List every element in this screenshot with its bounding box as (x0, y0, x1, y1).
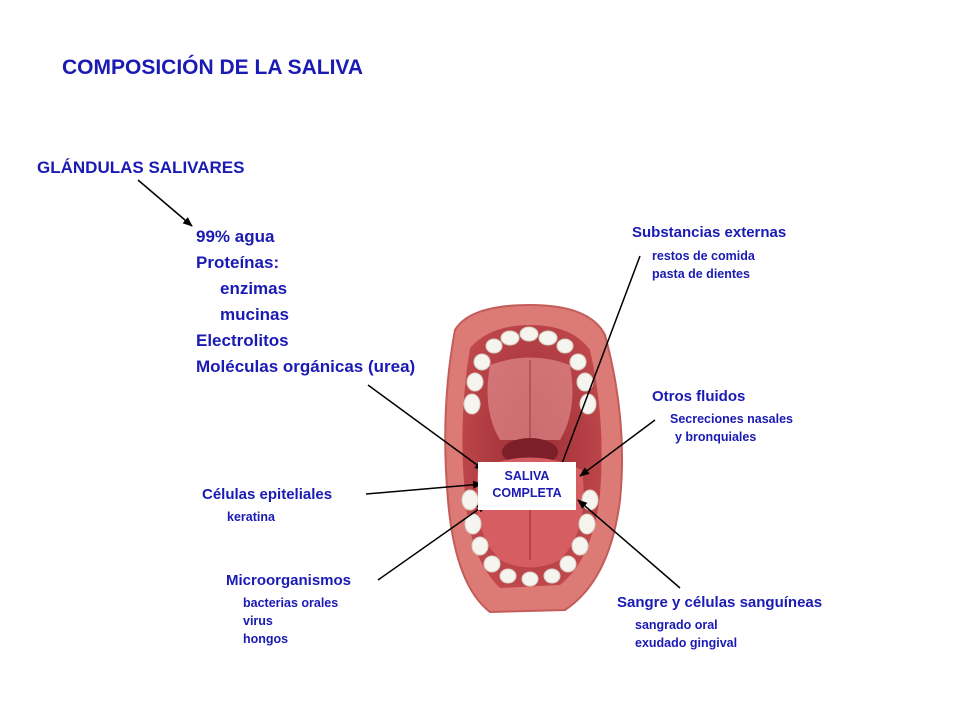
external-substances-heading: Substancias externas (632, 224, 787, 241)
composition-item: Moléculas orgánicas (urea) (196, 357, 416, 376)
composition-item: Proteínas: (196, 253, 280, 272)
list-item: pasta de dientes (652, 267, 750, 281)
arrow-urea-to-saliva (367, 384, 485, 471)
salivary-glands-label: GLÁNDULAS SALIVARES (37, 158, 245, 177)
list-item: exudado gingival (635, 636, 738, 650)
blood-cells-list: sangrado oral exudado gingival (635, 616, 737, 652)
list-item: hongos (243, 632, 289, 646)
arrow-blood-to-saliva (577, 499, 681, 589)
composition-item: 99% agua (196, 227, 275, 246)
whole-saliva-box: SALIVA COMPLETA (478, 462, 576, 510)
composition-list: 99% agua Proteínas: enzimas mucinas Elec… (196, 224, 415, 380)
other-fluids-list: Secreciones nasales y bronquiales (670, 410, 793, 446)
microorganisms-list: bacterias orales virus hongos (243, 594, 338, 648)
epithelial-cells-heading: Células epiteliales (202, 486, 333, 503)
list-item: Secreciones nasales (670, 412, 793, 426)
list-item: bacterias orales (243, 596, 339, 610)
blood-cells-heading: Sangre y células sanguíneas (617, 594, 823, 611)
arrow-glands-to-composition (137, 179, 193, 227)
whole-saliva-label-line2: COMPLETA (492, 486, 562, 500)
arrow-external-to-saliva (557, 255, 641, 475)
composition-item: Electrolitos (196, 331, 289, 350)
list-item: sangrado oral (635, 618, 718, 632)
arrow-micro-to-saliva (377, 503, 487, 581)
list-item: virus (243, 614, 273, 628)
list-item: keratina (227, 510, 275, 524)
open-mouth-illustration (444, 303, 624, 614)
list-item: restos de comida (652, 249, 755, 263)
microorganisms-heading: Microorganismos (226, 572, 352, 589)
composition-subitem: enzimas (220, 279, 288, 298)
external-substances-list: restos de comida pasta de dientes (652, 247, 755, 283)
upper-teeth (463, 326, 597, 415)
whole-saliva-label-line1: SALIVA (504, 469, 550, 483)
page-title: COMPOSICIÓN DE LA SALIVA (62, 56, 364, 79)
arrow-epithelial-to-saliva (365, 480, 483, 495)
other-fluids-heading: Otros fluidos (652, 388, 746, 405)
lower-teeth (461, 489, 599, 587)
arrow-fluids-to-saliva (579, 419, 656, 477)
list-item: y bronquiales (675, 430, 757, 444)
epithelial-cells-list: keratina (227, 508, 275, 526)
composition-subitem: mucinas (220, 305, 289, 324)
